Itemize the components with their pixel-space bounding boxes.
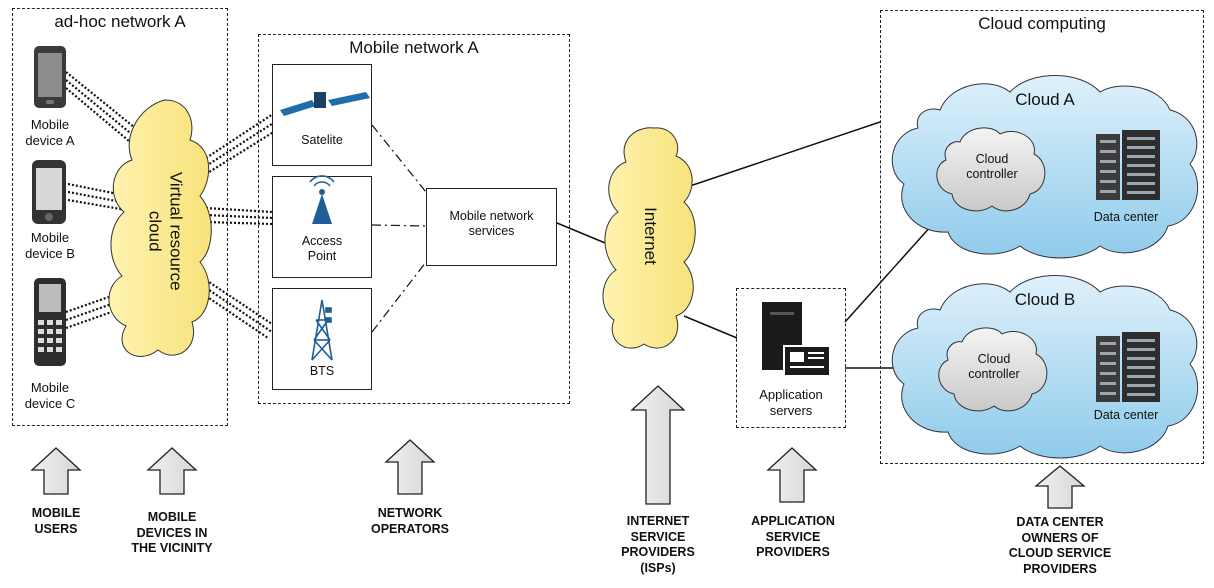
app-servers-box [736, 288, 846, 428]
adhoc-network-title: ad-hoc network A [54, 12, 186, 31]
cloud-computing-title: Cloud computing [978, 14, 1106, 33]
cloud-network-links [205, 111, 281, 339]
data-center-a-icon [1096, 130, 1160, 200]
phone-b-icon [32, 160, 66, 224]
data-center-b-icon [1096, 332, 1160, 402]
arrow-app-providers [766, 447, 818, 503]
mobile-network-box [258, 34, 570, 404]
cloud-computing-box [880, 10, 1204, 464]
stakeholder-data-center-owners: DATA CENTER OWNERS OF CLOUD SERVICE PROV… [1008, 515, 1112, 576]
mobile-network-title: Mobile network A [349, 38, 479, 57]
arrow-devices-vicinity [146, 447, 198, 495]
virtual-resource-cloud [108, 99, 212, 357]
cloud-controller-b-shape [938, 327, 1048, 412]
internet-cloud [602, 127, 696, 349]
bts-label: BTS [309, 364, 335, 378]
data-center-a-label: Data center [1093, 210, 1159, 224]
arrow-isps [630, 385, 686, 505]
server-icon [762, 302, 831, 377]
stakeholder-network-operators: NETWORK OPERATORS [370, 506, 450, 536]
cloud-controller-a-label: Cloud controller [966, 152, 1018, 181]
device-c-label: Mobile device C [24, 380, 76, 411]
stakeholder-app-providers: APPLICATION SERVICE PROVIDERS [751, 514, 835, 560]
cloud-controller-a-shape [936, 127, 1046, 212]
cloud-controller-b-label: Cloud controller [968, 352, 1020, 381]
device-b-label: Mobile device B [25, 230, 75, 261]
cloud-a-title: Cloud A [1015, 90, 1075, 109]
access-point-label: Access Point [301, 234, 343, 263]
stakeholder-isps: INTERNET SERVICE PROVIDERS (ISPs) [621, 514, 695, 575]
cloud-b-title: Cloud B [1014, 290, 1076, 309]
adhoc-network-box [12, 8, 228, 426]
mobile-network-services-label: Mobile network services [449, 209, 534, 238]
phone-a-icon [34, 46, 66, 108]
mobile-network-services-box [426, 188, 557, 266]
app-servers-label: Application servers [759, 387, 823, 418]
phone-c-icon [34, 278, 66, 366]
service-links [371, 124, 427, 333]
satelite-box [272, 64, 372, 166]
satellite-icon [280, 92, 370, 116]
data-center-b-label: Data center [1093, 408, 1159, 422]
stakeholder-arrows [30, 385, 1086, 509]
internet-label: Internet [641, 207, 660, 265]
stakeholder-devices-vicinity: MOBILE DEVICES IN THE VICINITY [131, 510, 213, 556]
arrow-mobile-users [30, 447, 82, 495]
virtual-resource-cloud-label: Virtual resource cloud [145, 171, 186, 291]
satelite-label: Satelite [301, 133, 343, 147]
access-point-icon [309, 175, 335, 224]
arrow-network-operators [384, 439, 436, 495]
bts-box [272, 288, 372, 390]
cloud-a-shape [891, 75, 1199, 259]
bts-tower-icon [311, 299, 333, 361]
device-a-label: Mobile device A [25, 117, 75, 148]
stakeholder-mobile-users: MOBILE USERS [31, 506, 81, 536]
arrow-data-center-owners [1034, 465, 1086, 509]
